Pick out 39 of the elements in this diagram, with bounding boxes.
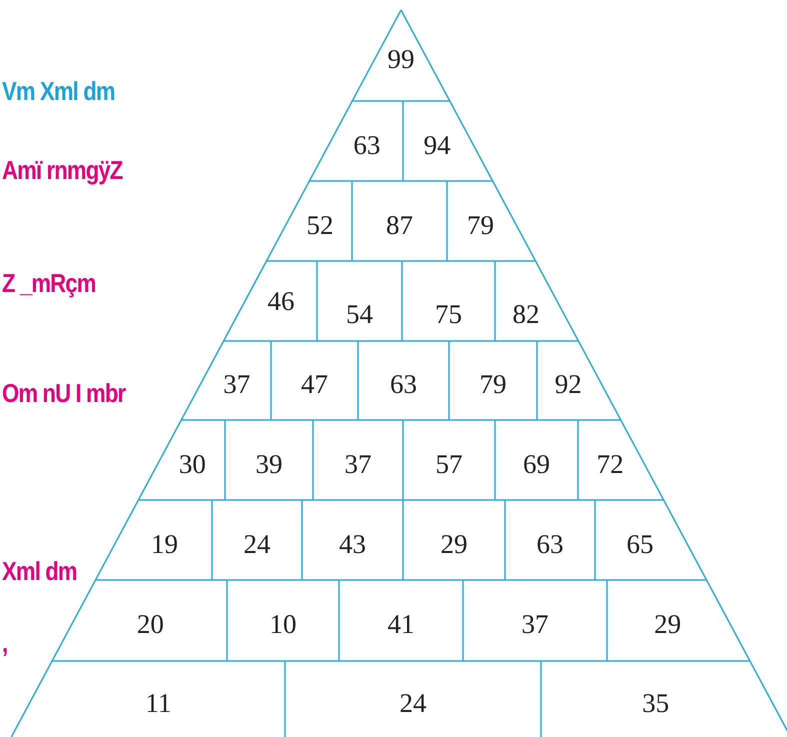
pyramid-number: 37 [202,341,271,420]
pyramid-number: 57 [403,420,495,500]
pyramid-number: 63 [358,341,449,420]
side-label: Z _mRçm [2,268,96,299]
pyramid-number: 10 [227,580,339,661]
pyramid-number: 75 [402,261,495,341]
pyramid-number: 79 [449,341,537,420]
pyramid-number: 37 [463,580,607,661]
pyramid-number: 99 [376,10,426,101]
pyramid-number: 11 [32,661,285,737]
side-label: Amï rnmgÿZ [2,155,122,186]
pyramid-number: 94 [403,101,472,181]
pyramid-number: 19 [116,500,212,580]
pyramid-number: 52 [288,181,352,261]
pyramid-number: 87 [352,181,447,261]
pyramid-number: 65 [595,500,686,580]
side-label: Vm Xml dm [2,76,115,107]
pyramid-number: 69 [495,420,578,500]
pyramid-number: 63 [505,500,595,580]
pyramid-number: 24 [212,500,302,580]
pyramid-number: 46 [245,261,317,341]
pyramid-number: 79 [447,181,514,261]
side-label: , [2,628,8,659]
pyramid-number: 43 [302,500,403,580]
pyramid-number: 41 [339,580,463,661]
side-label: Om nU I mbr [2,378,126,409]
pyramid-number: 47 [271,341,358,420]
pyramid-number: 35 [541,661,770,737]
pyramid-number: 92 [537,341,600,420]
pyramid-number: 29 [403,500,505,580]
pyramid-number: 63 [330,101,403,181]
pyramid-number: 39 [225,420,313,500]
pyramid-number: 24 [285,661,541,737]
pyramid-number: 29 [607,580,728,661]
pyramid-number: 72 [578,420,642,500]
pyramid-number: 54 [317,261,402,341]
pyramid-number: 30 [160,420,225,500]
pyramid-number: 37 [313,420,403,500]
pyramid-number: 82 [495,261,557,341]
